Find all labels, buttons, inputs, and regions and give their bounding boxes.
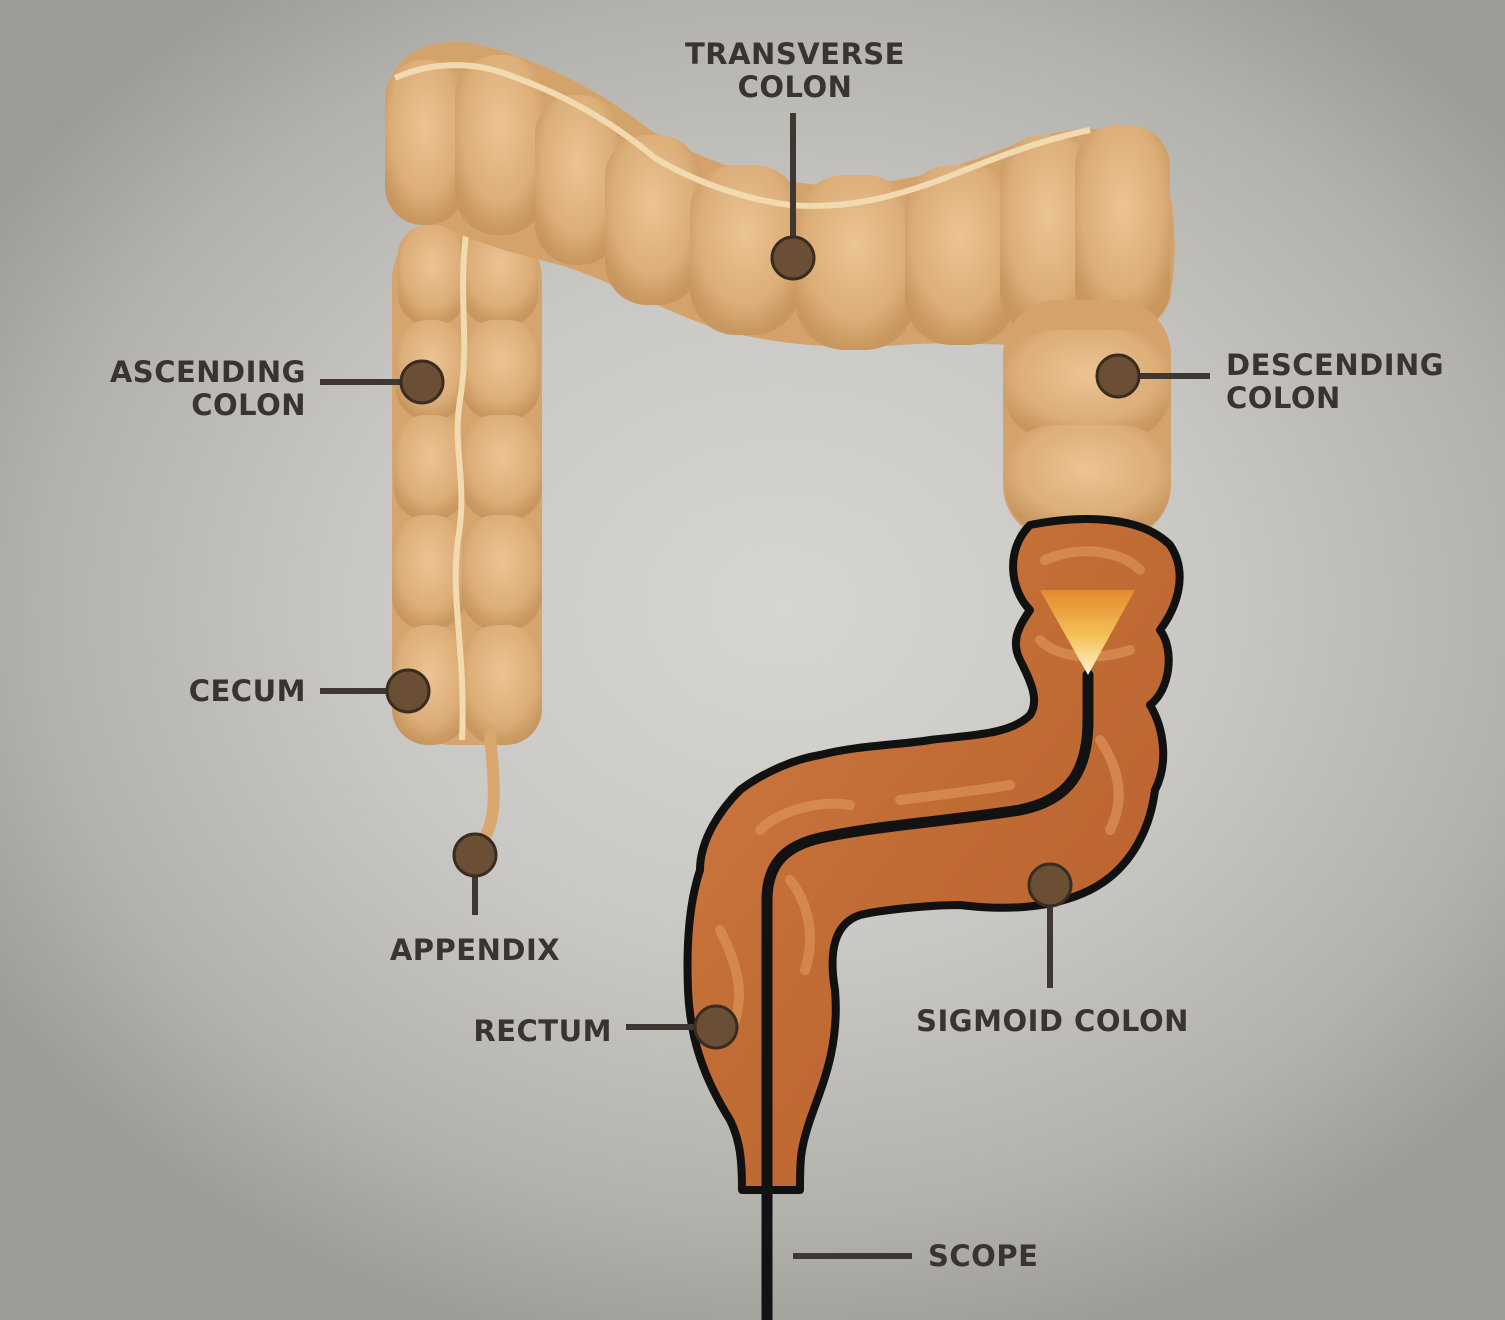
scope-label: SCOPE bbox=[928, 1239, 1039, 1273]
appendix-marker bbox=[452, 832, 498, 878]
scope-light-beam bbox=[1040, 590, 1135, 675]
cecum-marker bbox=[385, 668, 431, 714]
sigmoid-rectum-shape bbox=[683, 515, 1184, 1194]
transverse-colon-label: TRANSVERSE COLON bbox=[685, 37, 905, 104]
transverse-colon-shape bbox=[385, 41, 1175, 350]
appendix-shape bbox=[474, 729, 500, 851]
appendix-label: APPENDIX bbox=[389, 933, 561, 967]
sigmoid-colon-label: SIGMOID COLON bbox=[916, 1004, 1189, 1038]
ascending-colon-label: ASCENDING COLON bbox=[109, 355, 306, 422]
transverse-colon-marker bbox=[770, 235, 816, 281]
descending-colon-label: DESCENDING COLON bbox=[1226, 348, 1445, 415]
ascending-colon-marker bbox=[399, 359, 445, 405]
descending-colon-marker bbox=[1095, 353, 1141, 399]
descending-colon-shape bbox=[1003, 300, 1171, 540]
ascending-colon-shape bbox=[392, 220, 542, 745]
rectum-label: RECTUM bbox=[473, 1014, 612, 1048]
leader-lines bbox=[320, 113, 1210, 1259]
scope-line bbox=[761, 669, 1094, 1320]
sigmoid-colon-marker bbox=[1027, 862, 1073, 908]
rectum-marker bbox=[693, 1004, 739, 1050]
scope bbox=[761, 590, 1135, 1320]
sigmoid-rectum bbox=[683, 515, 1184, 1194]
marker-dots bbox=[385, 235, 1141, 1050]
cecum-label: CECUM bbox=[188, 674, 306, 708]
